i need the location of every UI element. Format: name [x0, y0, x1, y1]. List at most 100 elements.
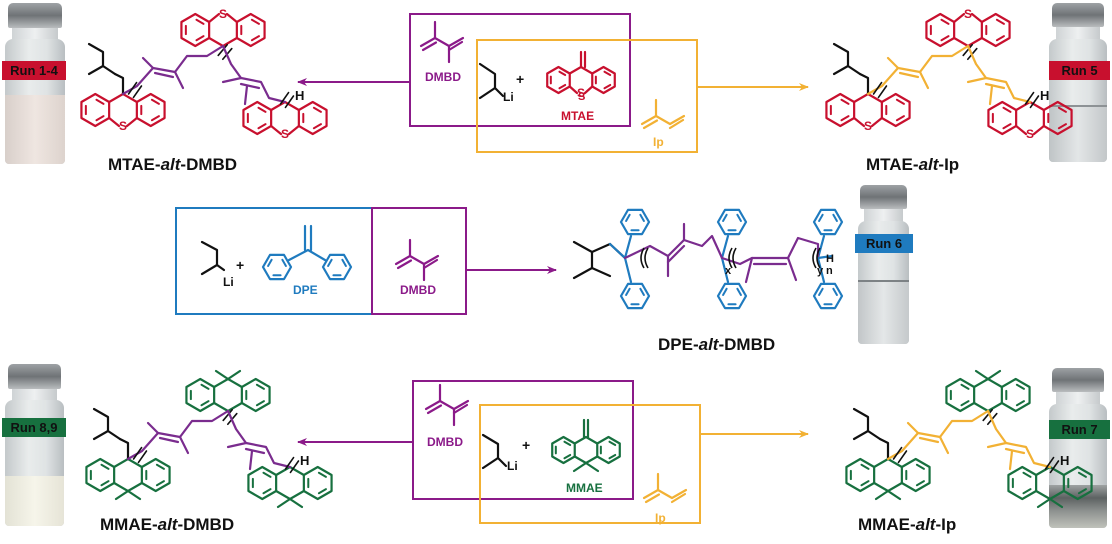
benzene-ring	[945, 377, 976, 413]
bond	[317, 488, 327, 495]
bond-chain	[200, 240, 219, 276]
bond-chain	[394, 254, 440, 266]
vial-run-5	[1047, 3, 1109, 165]
chain-break-mark	[1044, 456, 1060, 474]
benzene-ring	[135, 92, 166, 128]
bond	[478, 86, 497, 100]
bond	[146, 421, 160, 435]
bond	[918, 70, 930, 90]
bond	[341, 258, 347, 267]
bond	[816, 256, 826, 284]
bond-chain	[213, 377, 243, 389]
bond	[288, 497, 304, 509]
bond	[895, 98, 905, 105]
sulfur-atom: S	[964, 7, 972, 21]
bond	[877, 85, 888, 99]
chain-break-mark	[279, 91, 295, 109]
bond-chain	[623, 234, 724, 260]
polymer-mmae-alt-dmbd: H	[85, 369, 333, 509]
bond-chain	[125, 116, 138, 128]
bond	[126, 489, 142, 501]
bond	[95, 98, 105, 105]
vial-liquid	[4, 94, 66, 164]
bond	[816, 254, 834, 260]
benzene-ring	[546, 65, 571, 95]
bond	[872, 81, 883, 95]
bond	[267, 258, 273, 267]
bond-chain	[270, 100, 300, 112]
bond	[918, 436, 940, 444]
chain-break-mark	[284, 456, 300, 474]
bond	[840, 115, 850, 122]
reagent-boxes-row1: S	[409, 13, 698, 153]
benzene-ring	[240, 377, 271, 413]
bond	[221, 76, 243, 84]
ring-outline	[619, 282, 651, 310]
polymer-dpe-alt-dmbd	[572, 208, 844, 310]
sulfur-atom: S	[577, 86, 585, 100]
benzene-ring	[85, 457, 116, 493]
bond	[897, 450, 908, 464]
bond	[137, 450, 148, 464]
plus-sign: +	[522, 437, 530, 453]
dpe-label: DPE	[293, 283, 318, 297]
bond	[1015, 383, 1025, 390]
bond	[623, 256, 633, 284]
benzene-ring	[825, 92, 856, 128]
bond-chain	[852, 407, 882, 441]
bond	[1022, 471, 1032, 478]
bond	[966, 76, 988, 84]
benzene-ring	[980, 12, 1011, 48]
benzene-ring	[716, 282, 748, 310]
thioxanthene-unit: S	[925, 7, 1011, 48]
bond	[155, 463, 165, 470]
bond	[720, 234, 730, 260]
bond-chain	[87, 42, 117, 76]
bond	[481, 456, 500, 470]
bond-chain	[953, 36, 983, 48]
bond	[1057, 106, 1067, 113]
bond	[150, 98, 160, 105]
chain-break-mark	[872, 81, 888, 99]
bond	[644, 493, 661, 504]
bond	[114, 489, 130, 501]
bond	[736, 213, 742, 222]
bond	[250, 18, 260, 25]
subscript-n: n	[826, 265, 833, 277]
bond	[639, 287, 645, 296]
bond-chain	[92, 407, 122, 441]
bond	[832, 213, 838, 222]
benzene-ring	[812, 282, 844, 310]
chain-break-mark	[127, 81, 143, 99]
bond-chain	[568, 85, 579, 95]
bond-chain	[832, 42, 862, 76]
bond-chain	[226, 409, 292, 469]
dmbd-box	[409, 13, 631, 127]
plus-sign: +	[236, 257, 244, 273]
polymer-mmae-alt-ip: H	[845, 369, 1093, 509]
bond	[895, 115, 905, 122]
ring-outline	[619, 208, 651, 236]
bond	[243, 84, 249, 106]
benzene-ring	[1042, 100, 1073, 136]
bond	[720, 256, 730, 284]
bond-chain	[853, 116, 866, 128]
benzene-ring	[551, 435, 576, 465]
li-label: Li	[503, 90, 514, 104]
bond	[666, 244, 686, 264]
benzene-ring	[1007, 465, 1038, 501]
vial-liquid	[1048, 104, 1108, 162]
bond	[279, 91, 290, 105]
bond	[244, 447, 266, 455]
mmae-label: MMAE	[566, 481, 603, 495]
bond	[940, 18, 950, 25]
bond	[960, 383, 970, 390]
bond-chain	[986, 409, 1052, 469]
bond	[860, 463, 870, 470]
chain-end-h: H	[300, 453, 309, 468]
bond	[1057, 123, 1067, 130]
bond-chain	[973, 377, 1003, 389]
bond	[625, 287, 631, 296]
bond	[832, 287, 838, 296]
